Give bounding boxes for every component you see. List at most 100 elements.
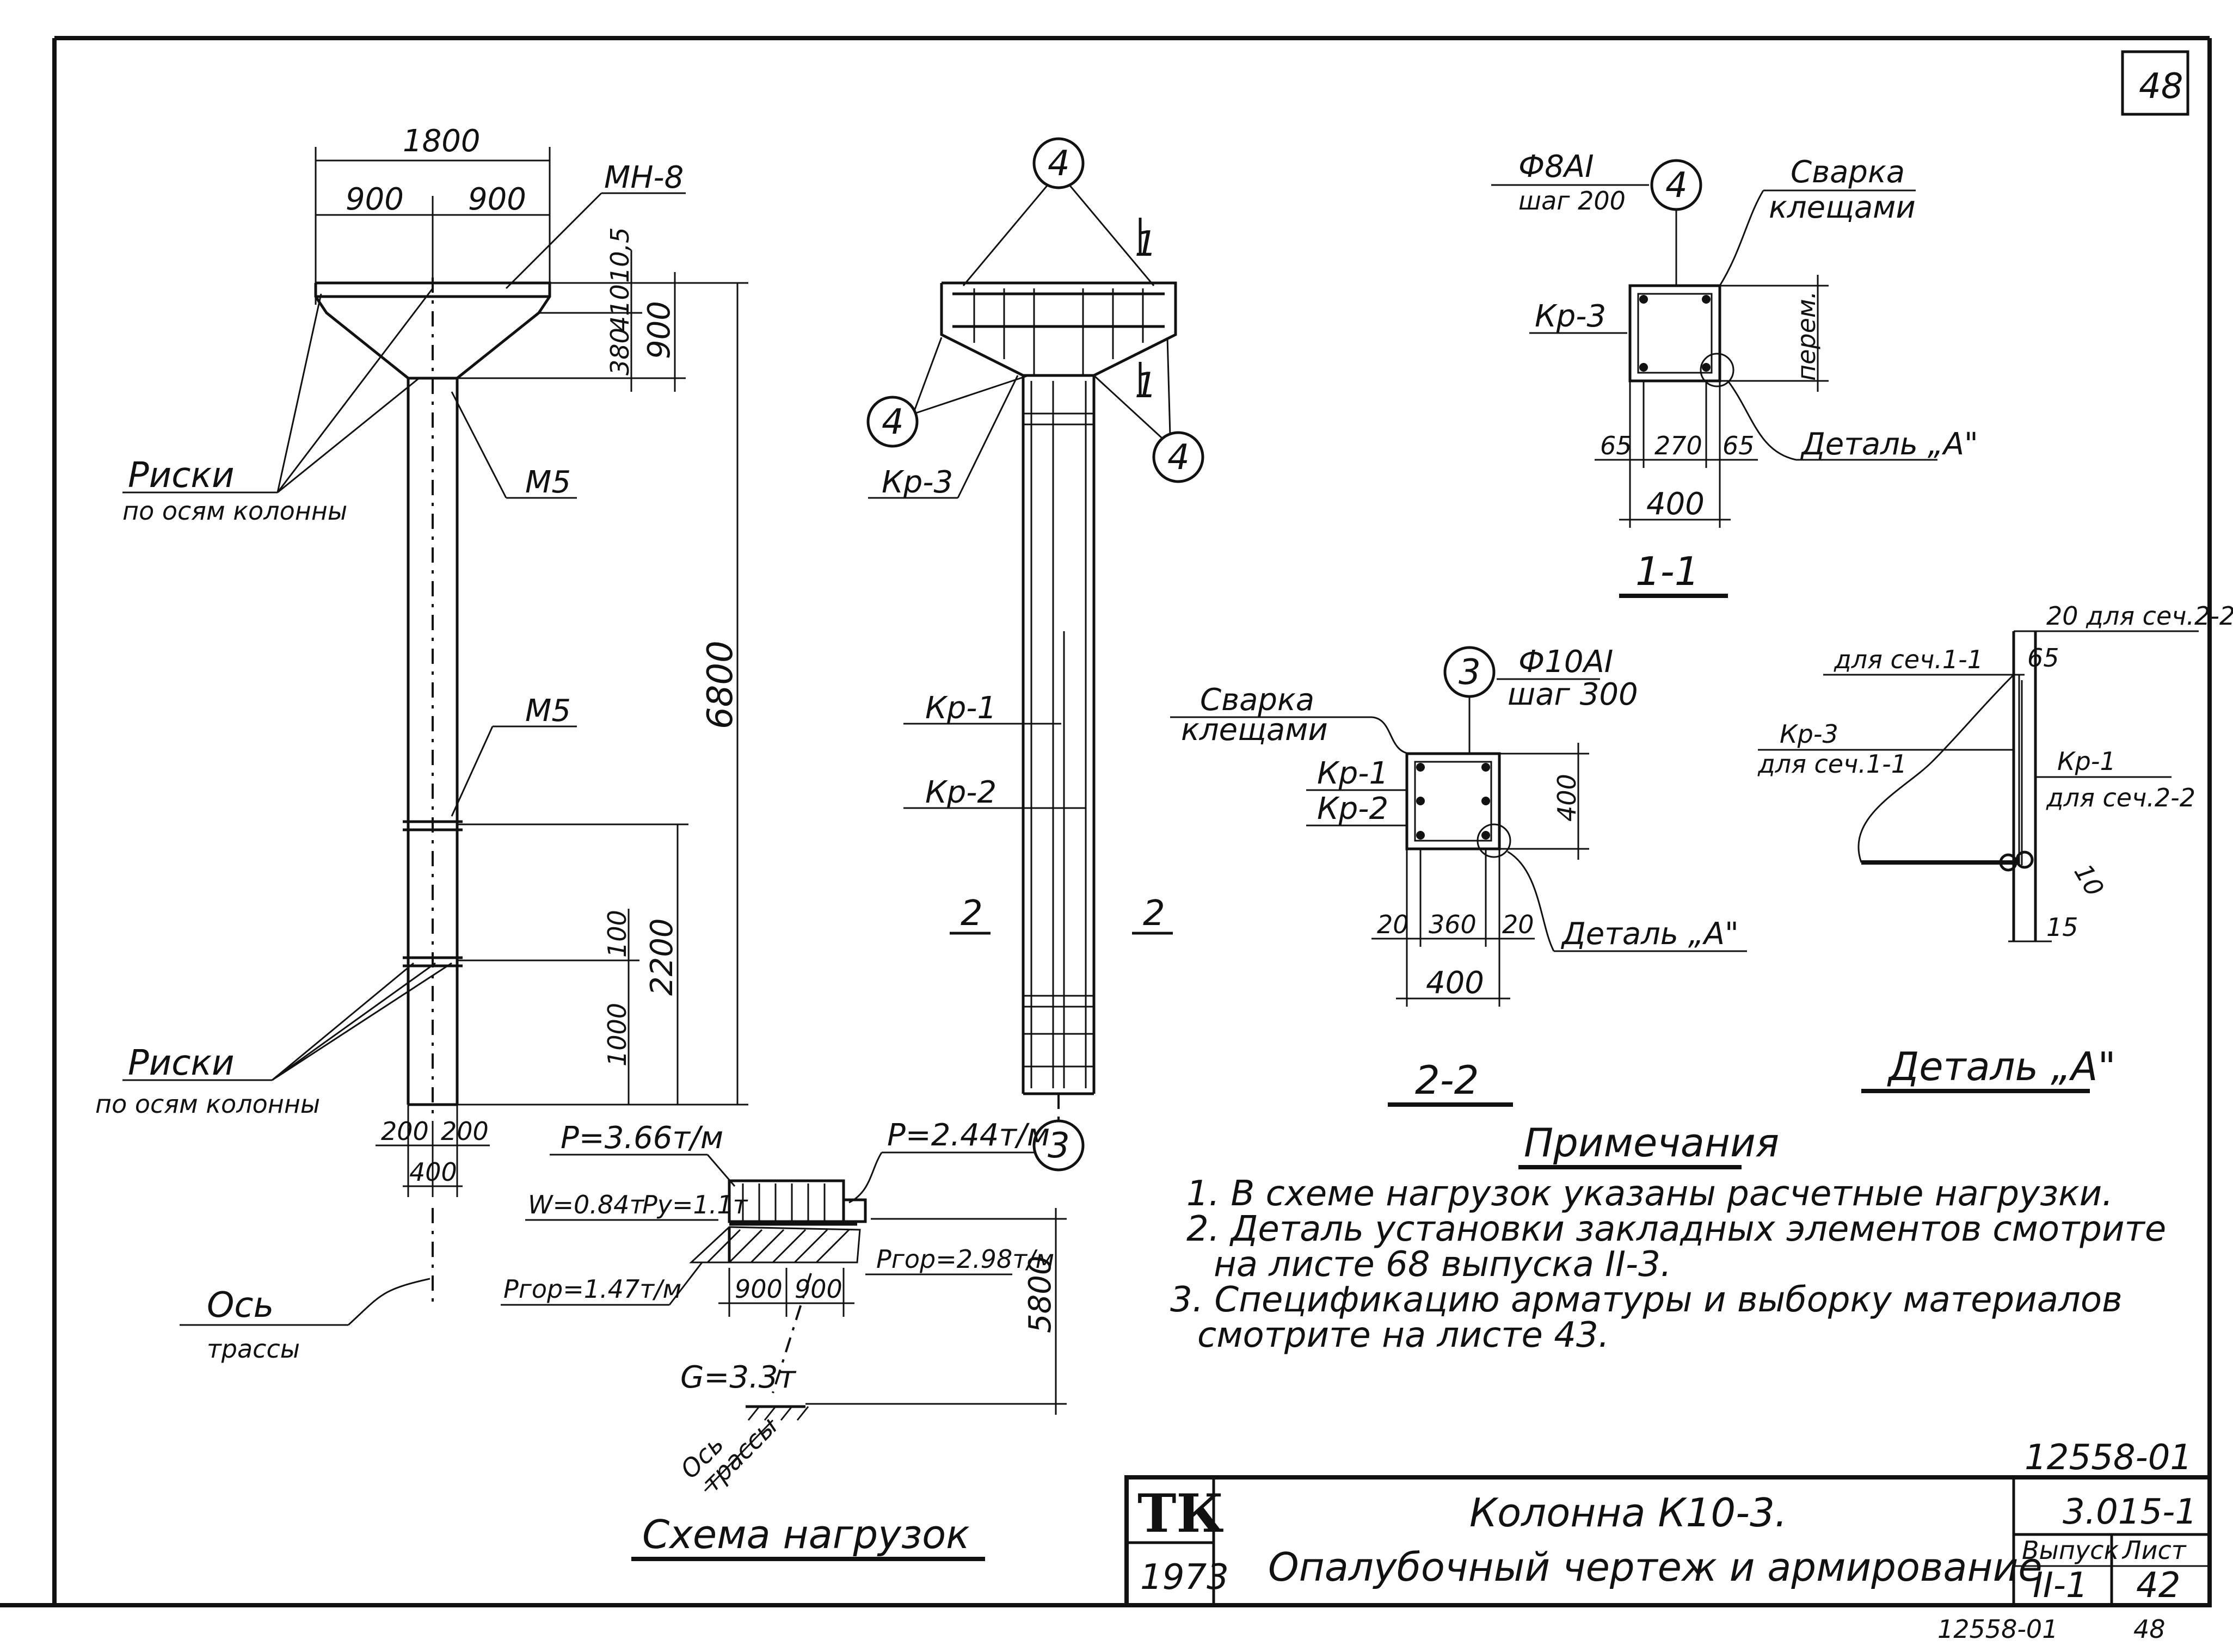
axis-label: Ось — [207, 1285, 274, 1326]
da-label-kr1-sub: для сеч.2-2 — [2046, 783, 2195, 812]
s22-dim-side: 400 — [1552, 774, 1582, 822]
s22-rebar-label: Ф10АI — [1518, 644, 1613, 680]
callout-4-right: 4 — [1167, 437, 1190, 478]
tb-title-line2: Опалубочный чертеж и армирование — [1268, 1544, 2043, 1590]
risks-bottom-sub: по осям колонны — [95, 1089, 320, 1119]
label-kr2: Кр-2 — [925, 775, 996, 810]
risks-bottom-label: Риски — [128, 1043, 235, 1083]
column-reinforcement: 4 1 1 4 4 Кр-3 Кр-1 Кр-2 2 2 3 — [866, 137, 1204, 1172]
dim-bottom-right: 200 — [441, 1117, 489, 1146]
tb-issue-label: Выпуск — [2022, 1536, 2119, 1565]
dim-bottom-total: 400 — [409, 1157, 457, 1187]
notes: Примечания 1. В схеме нагрузок указаны р… — [1170, 1120, 2166, 1355]
dim-half-right: 900 — [468, 182, 526, 217]
da-title: Деталь „А" — [1887, 1044, 2116, 1089]
s22-callout: 3 — [1459, 652, 1481, 693]
ls-w: W=0.84т — [528, 1190, 644, 1219]
da-dim-15: 15 — [2046, 913, 2078, 942]
section-mark-2b: 2 — [1143, 893, 1165, 934]
notes-heading: Примечания — [1524, 1120, 1779, 1166]
ls-dim-height: 5800 — [1023, 1255, 1058, 1333]
dim-total-width: 1800 — [403, 124, 481, 159]
section-mark-1b: 1 — [1135, 366, 1157, 406]
s11-title: 1-1 — [1635, 548, 1700, 594]
ls-dim-right: 900 — [795, 1274, 842, 1304]
s11-detail-ref: Деталь „А" — [1800, 427, 1978, 462]
s22-weld-label: Сварка — [1200, 682, 1314, 718]
ls-dim-left: 900 — [735, 1274, 783, 1304]
s22-detail-ref: Деталь „А" — [1560, 916, 1739, 952]
s11-rebar-label: Ф8АI — [1518, 149, 1594, 184]
ls-p-hor-left: Pгор=1.47т/м — [503, 1274, 681, 1304]
s11-dim-a: 65 — [1600, 431, 1632, 460]
da-dim-10: 10 — [2068, 859, 2109, 902]
s11-dim-total: 400 — [1646, 486, 1705, 522]
axis-sub: трассы — [207, 1334, 300, 1364]
da-label-kr3: Кр-3 — [1780, 719, 1838, 749]
s11-weld-sub: клещами — [1769, 190, 1916, 225]
callout-3-bottom: 3 — [1048, 1126, 1070, 1166]
dim-total-height: 6800 — [700, 640, 741, 729]
s11-dim-side: перем. — [1792, 291, 1821, 381]
notes-line-2: 2. Деталь установки закладных элементов … — [1186, 1209, 2166, 1249]
s11-weld-label: Сварка — [1791, 155, 1905, 190]
da-label-kr1: Кр-1 — [2057, 747, 2116, 776]
s22-dim-c: 20 — [1502, 910, 1534, 939]
callout-4-top: 4 — [1048, 144, 1070, 184]
ls-p-right: P=2.44т/м — [887, 1118, 1050, 1153]
dim-top-b: 410 — [605, 284, 635, 332]
notes-line-4: 3. Спецификацию арматуры и выборку матер… — [1170, 1280, 2123, 1320]
dim-top-c: 380 — [605, 328, 635, 375]
tb-series: 3.015-1 — [2063, 1492, 2197, 1532]
s22-label-kr1: Кр-1 — [1317, 756, 1388, 791]
s22-label-kr2: Кр-2 — [1317, 791, 1388, 827]
label-kr1: Кр-1 — [925, 691, 996, 726]
notes-line-3: на листе 68 выпуска II-3. — [1214, 1244, 1671, 1285]
tb-title-line1: Колонна К10-3. — [1469, 1490, 1787, 1536]
s22-rebar-step: шаг 300 — [1508, 677, 1638, 712]
s22-dim-a: 20 — [1377, 910, 1409, 939]
tb-drawing-code: 12558-01 — [2025, 1438, 2192, 1478]
tb-issue-value: II-1 — [2033, 1565, 2088, 1606]
tb-logo: ТК — [1137, 1483, 1224, 1544]
load-scheme: P=3.66т/м P=2.44т/м W=0.84т Py=1.1т Pгор… — [501, 1118, 1067, 1561]
ls-p-hor-right: Pгор=2.98т/м — [876, 1244, 1054, 1274]
s11-dim-c: 65 — [1723, 431, 1755, 460]
bottom-stamp: 12558-01 — [1937, 1614, 2058, 1644]
dim-head-height: 900 — [642, 301, 677, 359]
da-label-top: 20 для сеч.2-2 — [2046, 601, 2233, 631]
da-dim-65: 65 — [2027, 643, 2059, 673]
ls-p-left: P=3.66т/м — [561, 1120, 723, 1156]
ls-g: G=3.3т — [680, 1360, 796, 1395]
section-mark-2a: 2 — [961, 893, 983, 934]
section-1-1: Ф8АI шаг 200 4 Сварка клещами Кр-3 перем… — [1491, 149, 1978, 598]
s11-callout: 4 — [1665, 165, 1688, 206]
ls-title: Схема нагрузок — [642, 1512, 970, 1557]
label-m5-top: М5 — [525, 465, 571, 500]
column-elevation: 1800 900 900 МН-8 10,5 410 380 900 — [95, 124, 748, 1364]
da-label-kr3-sub: для сеч.1-1 — [1757, 749, 1907, 779]
notes-line-5: смотрите на листе 43. — [1197, 1315, 1609, 1355]
risks-top-label: Риски — [128, 455, 235, 496]
bottom-stamp-2: 48 — [2133, 1614, 2166, 1644]
s11-label-kr3: Кр-3 — [1535, 299, 1606, 334]
dim-lower-b: 1000 — [602, 1003, 632, 1067]
label-kr3: Кр-3 — [882, 465, 953, 500]
section-2-2: 3 Ф10АI шаг 300 Сварка клещами Кр-1 Кр-2… — [1170, 644, 1747, 1107]
dim-bottom-left: 200 — [381, 1117, 429, 1146]
risks-top-sub: по осям колонны — [122, 496, 347, 526]
s11-rebar-step: шаг 200 — [1518, 186, 1626, 215]
ls-py: Py=1.1т — [642, 1190, 748, 1219]
s22-title: 2-2 — [1415, 1057, 1479, 1103]
tb-sheet-label: Лист — [2121, 1536, 2187, 1565]
title-block: 12558-01 ТК 1973 Колонна К10-3. Опалубоч… — [1124, 1438, 2212, 1607]
callout-4-left: 4 — [882, 402, 904, 442]
s11-dim-b: 270 — [1654, 431, 1702, 460]
sheet-frame: 48 — [0, 36, 2212, 1607]
label-m5-mid: М5 — [525, 693, 571, 729]
s22-dim-b: 360 — [1429, 910, 1477, 939]
s22-dim-total: 400 — [1426, 965, 1484, 1001]
tb-sheet-value: 42 — [2136, 1565, 2180, 1606]
s22-weld-sub: клещами — [1181, 712, 1328, 748]
